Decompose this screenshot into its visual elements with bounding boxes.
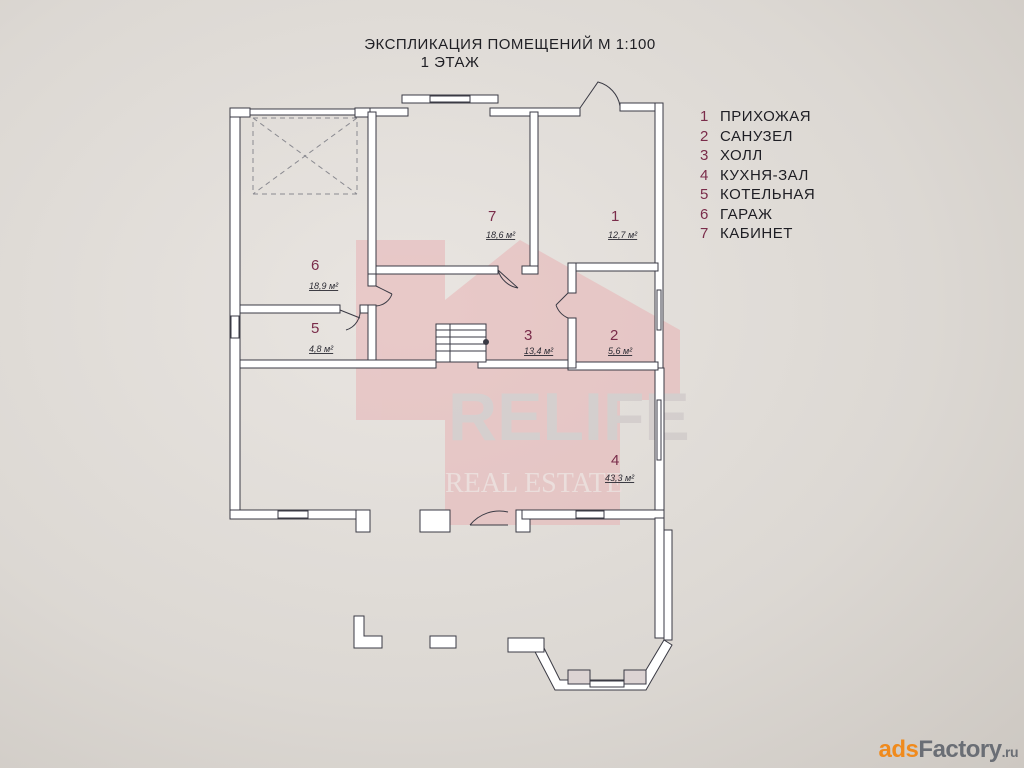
relife-watermark: RELIFE REAL ESTATE <box>356 240 690 525</box>
site-logo: adsFactory.ru <box>878 736 1019 763</box>
room-6-area: 18,9 м² <box>309 281 339 291</box>
room-5-number: 5 <box>311 320 319 337</box>
room-labels: 1 12,7 м² 2 5,6 м² 3 13,4 м² 4 43,3 м² 5… <box>309 208 638 483</box>
stairs <box>435 323 489 363</box>
windows <box>230 95 662 688</box>
room-2-number: 2 <box>610 327 618 344</box>
room-7-number: 7 <box>488 208 496 225</box>
skylight <box>252 117 358 195</box>
floor-label: 1 ЭТАЖ <box>420 54 480 71</box>
room-2-area: 5,6 м² <box>608 346 633 356</box>
room-4-number: 4 <box>611 452 619 469</box>
room-3-number: 3 <box>524 327 532 344</box>
doors <box>339 81 621 526</box>
room-7-area: 18,6 м² <box>486 230 516 240</box>
plan-title: ЭКСПЛИКАЦИЯ ПОМЕЩЕНИЙ М 1:100 <box>364 36 656 53</box>
room-4-area: 43,3 м² <box>605 473 635 483</box>
room-3-area: 13,4 м² <box>524 346 554 356</box>
room-5-area: 4,8 м² <box>309 344 334 354</box>
watermark-brand: RELIFE <box>448 379 690 455</box>
room-6-number: 6 <box>311 257 319 274</box>
room-1-number: 1 <box>611 208 619 225</box>
room-1-area: 12,7 м² <box>608 230 638 240</box>
watermark-sub: REAL ESTATE <box>445 468 623 499</box>
